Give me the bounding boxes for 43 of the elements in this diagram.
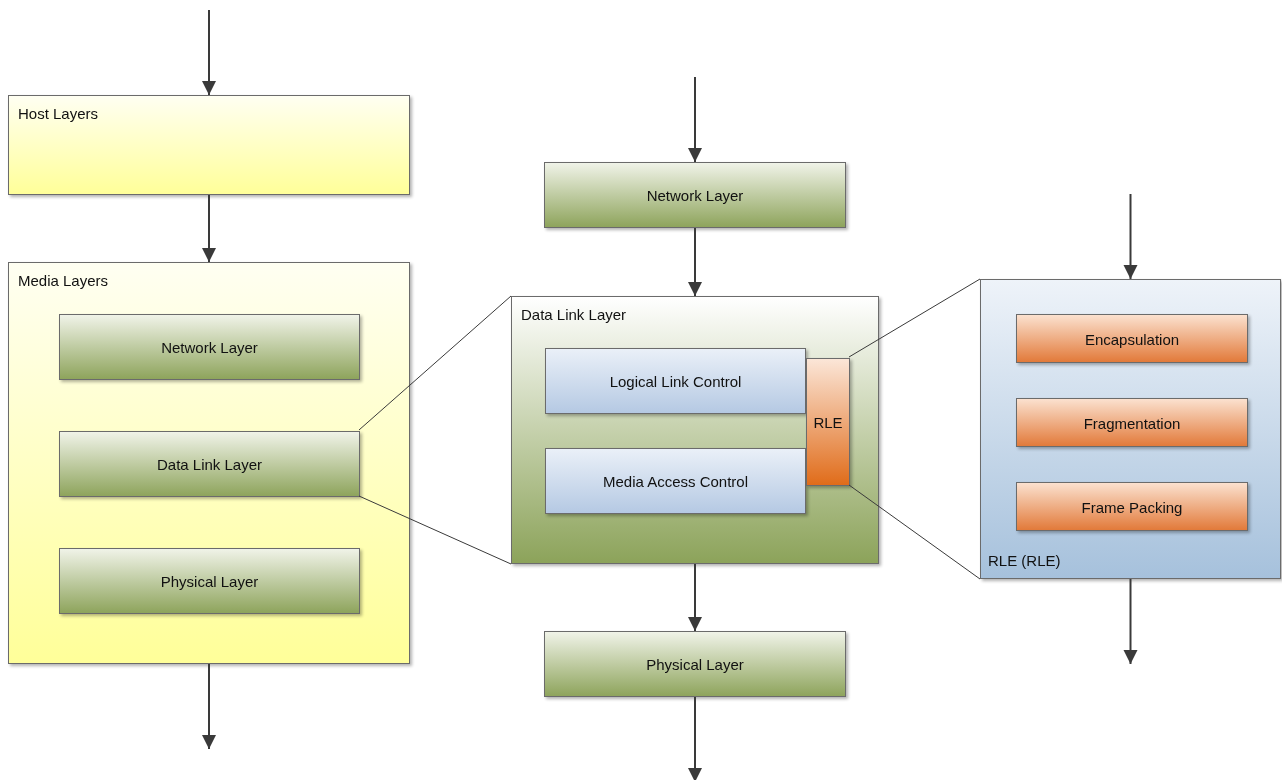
function-box [1016, 398, 1248, 447]
group-heading: Host Layers [18, 105, 99, 122]
node-label: Physical Layer [160, 572, 259, 590]
function-box [1016, 482, 1248, 531]
layer-box [544, 162, 846, 228]
arrow [202, 194, 216, 263]
layer-box [544, 631, 846, 697]
zoom-line [848, 278, 981, 358]
group-heading: RLE (RLE) [988, 552, 1061, 569]
node-label: Frame Packing [1081, 498, 1183, 515]
layer-box [59, 314, 360, 380]
arrow [202, 9, 216, 96]
node-label: Network Layer [161, 338, 258, 356]
zoom-line [358, 295, 512, 431]
arrow [1123, 578, 1138, 665]
rle-group-box [980, 279, 1281, 579]
rle-box [806, 358, 850, 486]
arrow [688, 563, 702, 632]
node-label: RLE [813, 413, 843, 431]
arrow [202, 663, 216, 750]
layer-group-box [8, 262, 410, 664]
function-box [1016, 314, 1248, 363]
layer-group-box [511, 296, 879, 564]
node-label: Logical Link Control [609, 372, 742, 390]
group-heading: Data Link Layer [521, 306, 627, 323]
arrow [688, 76, 702, 163]
node-label: Data Link Layer [156, 455, 263, 473]
layer-box [59, 431, 360, 497]
arrow [688, 696, 702, 780]
node-label: Network Layer [646, 186, 744, 204]
group-heading: Media Layers [18, 272, 109, 289]
sublayer-box [545, 448, 806, 514]
layer-box [59, 548, 360, 614]
node-label: Fragmentation [1083, 414, 1181, 431]
node-label: Physical Layer [646, 655, 744, 673]
arrow [688, 227, 702, 297]
node-label: Encapsulation [1084, 330, 1180, 347]
zoom-line [848, 484, 981, 580]
zoom-line [358, 495, 512, 565]
arrow [1123, 193, 1138, 280]
node-label: Media Access Control [602, 472, 749, 490]
layer-group-box [8, 95, 410, 195]
sublayer-box [545, 348, 806, 414]
